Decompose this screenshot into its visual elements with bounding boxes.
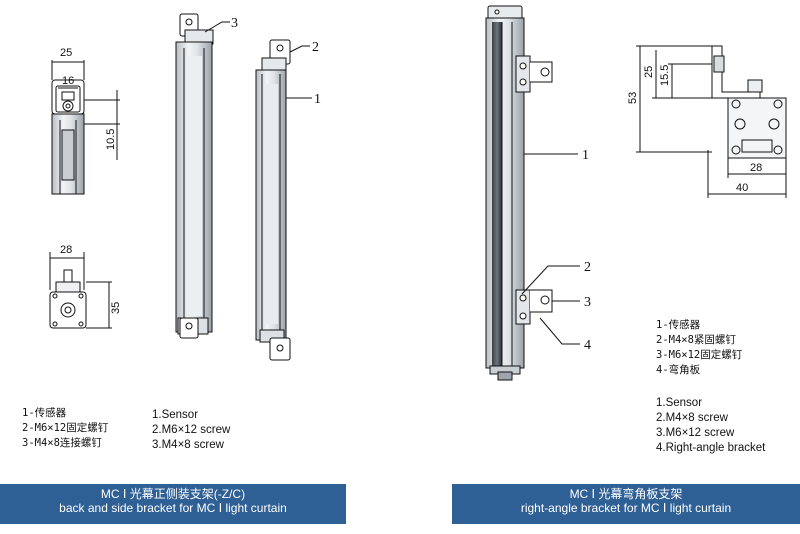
dim-40-label: 40	[736, 182, 748, 194]
dim-25-right-label: 25	[643, 66, 655, 78]
right-bar-lower-bracket	[515, 289, 553, 325]
legend-item: 3.M6×12 screw	[656, 427, 735, 439]
legend-item: 4.Right-angle bracket	[656, 442, 766, 454]
legend-item: 1.Sensor	[656, 397, 703, 409]
right-callout-3: 3	[584, 295, 591, 310]
left-banner-title-cn: MC Ⅰ 光幕正侧装支架(-Z/C)	[100, 487, 246, 501]
legend-item: 2-M6×12固定螺钉	[22, 422, 109, 434]
right-banner-title-en: right-angle bracket for MC Ⅰ light curta…	[520, 501, 732, 515]
left-top-detail-view	[51, 60, 120, 195]
right-callout-1: 1	[582, 148, 589, 163]
legend-item: 2-M4×8紧固螺钉	[656, 334, 736, 346]
dim-28-label: 28	[60, 244, 72, 256]
right-caption-banner: MC Ⅰ 光幕弯角板支架 right-angle bracket for MC …	[452, 484, 800, 524]
legend-item: 2.M4×8 screw	[656, 412, 728, 424]
right-banner-title-cn: MC Ⅰ 光幕弯角板支架	[569, 487, 683, 501]
right-legend-english: 1.Sensor 2.M4×8 screw 3.M6×12 screw 4.Ri…	[656, 396, 765, 456]
right-legend-chinese: 1-传感器 2-M4×8紧固螺钉 3-M6×12固定螺钉 4-弯角板	[656, 318, 742, 378]
right-bar-upper-bracket	[515, 55, 553, 93]
dim-53-label: 53	[627, 92, 639, 104]
legend-item: 3-M4×8连接螺钉	[22, 437, 102, 449]
right-callout-4: 4	[584, 338, 591, 353]
dim-16-label: 16	[62, 75, 74, 87]
left-bottom-detail-view	[49, 252, 112, 329]
dim-25-label: 25	[60, 47, 72, 59]
right-callout-2: 2	[584, 260, 591, 275]
left-callout-3: 3	[231, 16, 238, 31]
dim-35-label: 35	[110, 302, 122, 314]
left-curtain-bar-side	[255, 39, 291, 361]
left-banner-title-en: back and side bracket for MC Ⅰ light cur…	[59, 501, 287, 515]
legend-item: 4-弯角板	[656, 364, 701, 376]
legend-item: 1-传感器	[22, 407, 67, 419]
left-curtain-bar-front	[175, 13, 214, 339]
dim-28-right-label: 28	[750, 162, 762, 174]
left-callout-1: 1	[314, 92, 321, 107]
legend-item: 1.Sensor	[152, 409, 199, 421]
legend-item: 1-传感器	[656, 319, 701, 331]
dim-15-5-label: 15.5	[659, 65, 671, 86]
left-legend-chinese: 1-传感器 2-M6×12固定螺钉 3-M4×8连接螺钉	[22, 406, 108, 451]
legend-item: 3.M4×8 screw	[152, 439, 224, 451]
left-caption-banner: MC Ⅰ 光幕正侧装支架(-Z/C) back and side bracket…	[0, 484, 346, 524]
left-callout-2: 2	[312, 40, 319, 55]
left-legend-english: 1.Sensor 2.M6×12 screw 3.M4×8 screw	[152, 408, 230, 453]
right-bracket-detail-view	[636, 45, 787, 198]
legend-item: 2.M6×12 screw	[152, 424, 231, 436]
legend-item: 3-M6×12固定螺钉	[656, 349, 743, 361]
dim-10-5-label: 10.5	[105, 129, 117, 150]
